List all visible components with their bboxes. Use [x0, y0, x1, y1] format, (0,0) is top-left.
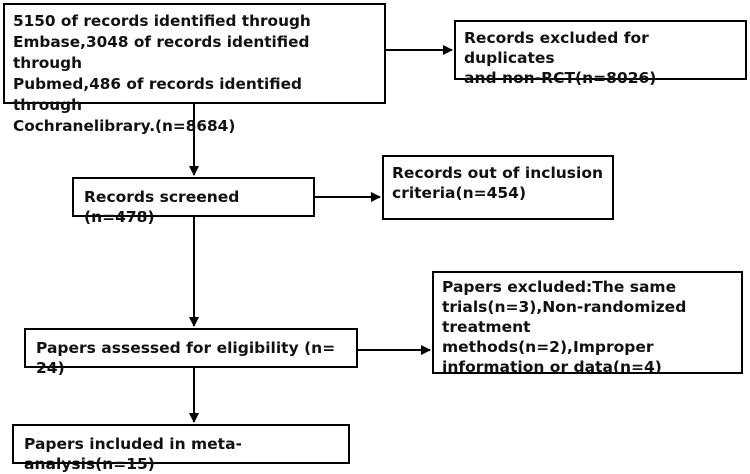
records-identified-box: 5150 of records identified through Embas… [3, 3, 386, 135]
records-out-of-criteria-box: Records out of inclusion criteria(n=454) [382, 155, 614, 220]
papers-assessed-box: Papers assessed for eligibility (n= 24) [24, 328, 358, 377]
papers-included-box: Papers included in meta-analysis(n=15) [12, 424, 350, 473]
records-excluded-duplicates-box: Records excluded for duplicates and non-… [454, 20, 747, 87]
papers-excluded-box: Papers excluded:The same trials(n=3),Non… [432, 271, 743, 376]
records-screened-box: Records screened (n=478) [72, 177, 315, 226]
